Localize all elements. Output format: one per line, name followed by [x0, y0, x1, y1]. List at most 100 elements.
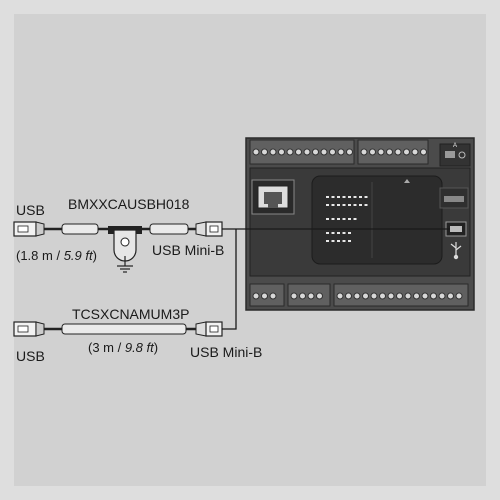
- terminal-screw: [303, 148, 311, 156]
- status-led: [331, 204, 335, 206]
- cable1-length-metric: (1.8 m /: [16, 248, 64, 263]
- status-led: [348, 240, 351, 242]
- status-led: [342, 204, 346, 206]
- terminal-screw: [396, 292, 403, 300]
- terminal-screw: [346, 148, 353, 156]
- terminal-screw: [386, 148, 393, 156]
- cable2-usb-label: USB: [16, 348, 45, 364]
- terminal-screw: [387, 292, 395, 300]
- connection-line-2: [222, 229, 237, 330]
- status-indicator: [458, 151, 466, 159]
- terminal-screw: [286, 148, 294, 156]
- status-led: [348, 218, 351, 220]
- terminal-screw: [420, 148, 427, 156]
- marker-a-label: A: [453, 143, 457, 149]
- status-switch: [445, 151, 455, 158]
- cable-sleeve-2: [149, 223, 189, 235]
- cable1-mini-b-label: USB Mini-B: [152, 242, 225, 258]
- terminal-screw: [312, 148, 319, 156]
- terminal-screw: [447, 292, 454, 300]
- terminal-screw: [278, 148, 285, 156]
- cable1-length-ft: 5.9 ft: [63, 248, 93, 263]
- status-led: [364, 196, 368, 198]
- terminal-screw: [320, 148, 328, 156]
- status-led: [348, 204, 351, 206]
- terminal-screw: [290, 292, 298, 300]
- status-led: [364, 204, 368, 206]
- usb-symbol-icon: [450, 242, 462, 260]
- cable2-mini-b-label: USB Mini-B: [190, 344, 263, 360]
- cable2-length-ft: 9.8 ft: [124, 340, 154, 355]
- cable2-length-close: ): [153, 340, 159, 355]
- status-led: [326, 218, 329, 220]
- terminal-screw: [316, 292, 323, 300]
- terminal-screw: [360, 148, 368, 156]
- terminal-screw: [261, 292, 268, 300]
- status-led: [337, 232, 340, 234]
- terminal-screw: [369, 148, 376, 156]
- ground-symbol-icon: [117, 265, 133, 273]
- terminal-screw: [299, 292, 306, 300]
- terminal-screw: [252, 148, 260, 156]
- status-led: [348, 196, 351, 198]
- terminal-screw: [362, 292, 369, 300]
- terminal-screw: [421, 292, 429, 300]
- terminal-screw: [438, 292, 446, 300]
- status-led: [326, 240, 329, 242]
- status-led: [326, 204, 329, 206]
- terminal-screw: [336, 292, 344, 300]
- status-led: [348, 232, 351, 234]
- status-led: [353, 204, 357, 206]
- cable2-part-number: TCSXCNAMUM3P: [72, 306, 190, 322]
- status-led: [337, 196, 340, 198]
- status-led: [353, 218, 357, 220]
- status-led: [342, 232, 346, 234]
- terminal-screw: [377, 148, 385, 156]
- status-led: [337, 218, 340, 220]
- terminal-screw: [370, 292, 378, 300]
- status-led: [331, 240, 335, 242]
- terminal-screw: [329, 148, 336, 156]
- status-led: [331, 218, 335, 220]
- run-stop-lever: [444, 196, 464, 202]
- terminal-screw: [411, 148, 419, 156]
- cable2-length: (3 m / 9.8 ft): [88, 340, 158, 356]
- top-terminal-screws: [252, 148, 427, 156]
- terminal-screw: [455, 292, 463, 300]
- terminal-screw: [295, 148, 302, 156]
- cable-tcsxcnamum3p: [13, 229, 237, 337]
- terminal-screw: [403, 148, 410, 156]
- status-led: [331, 196, 335, 198]
- cable1-length: (1.8 m / 5.9 ft): [16, 248, 97, 264]
- status-led: [342, 218, 346, 220]
- cable1-usb-label: USB: [16, 202, 45, 218]
- status-led: [326, 196, 329, 198]
- terminal-screw: [252, 292, 260, 300]
- terminal-screw: [269, 148, 277, 156]
- terminal-screw: [394, 148, 402, 156]
- status-led: [331, 232, 335, 234]
- mini-usb-socket: [450, 226, 462, 232]
- status-led: [359, 204, 362, 206]
- status-led: [337, 204, 340, 206]
- status-led: [342, 196, 346, 198]
- cable-bmxxcausbh018: [13, 221, 450, 273]
- cable1-part-number: BMXXCAUSBH018: [68, 196, 190, 212]
- terminal-screw: [353, 292, 361, 300]
- cable1-length-close: ): [92, 248, 97, 263]
- status-led: [337, 240, 340, 242]
- status-led: [353, 196, 357, 198]
- terminal-screw: [337, 148, 345, 156]
- terminal-screw: [307, 292, 315, 300]
- status-led: [359, 196, 362, 198]
- cable-sleeve-1: [61, 223, 99, 235]
- status-led: [342, 240, 346, 242]
- bottom-terminal-screws: [252, 292, 463, 300]
- terminal-screw: [413, 292, 420, 300]
- terminal-screw: [345, 292, 352, 300]
- status-leds: [326, 196, 368, 242]
- cable2-length-metric: (3 m /: [88, 340, 125, 355]
- terminal-screw: [430, 292, 437, 300]
- rj45-port-icon: [251, 179, 295, 215]
